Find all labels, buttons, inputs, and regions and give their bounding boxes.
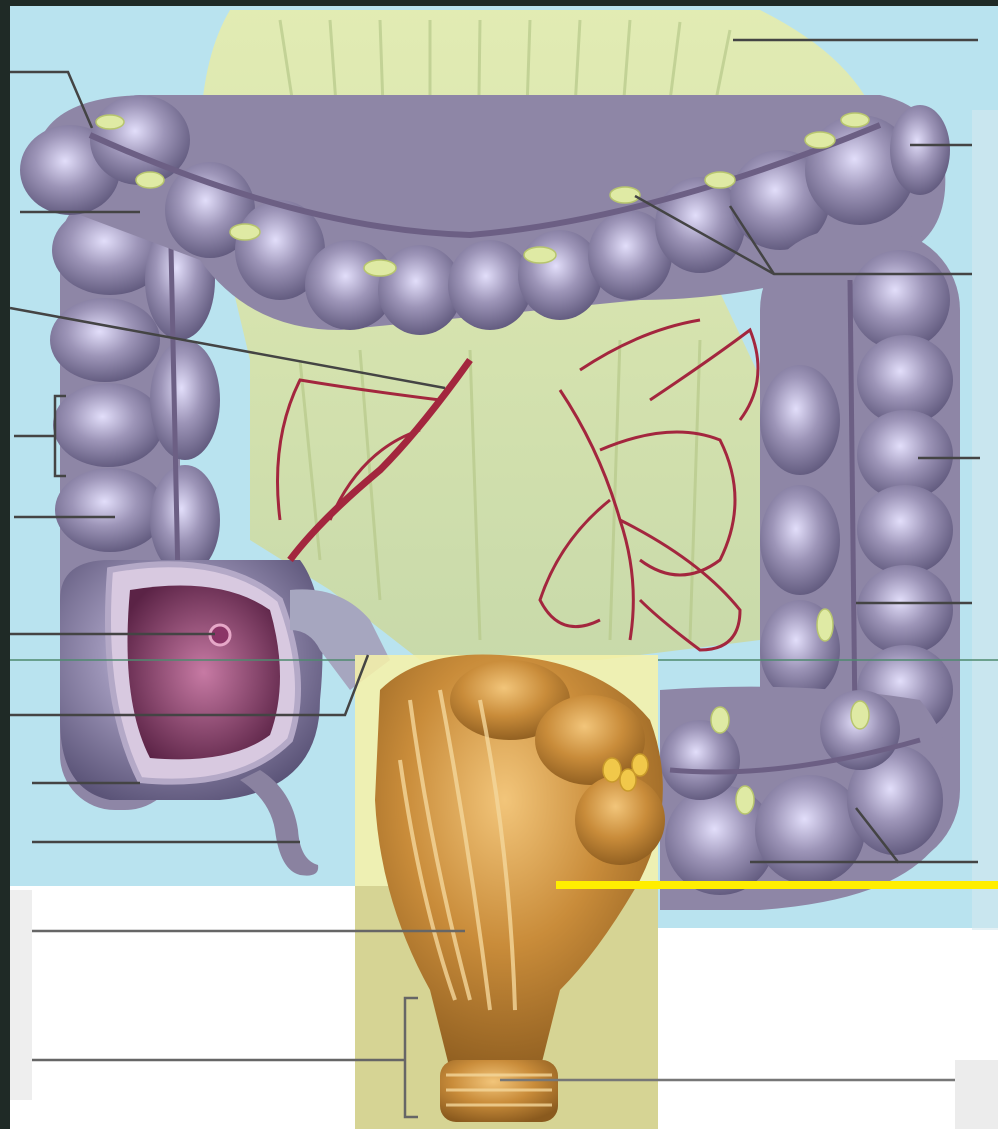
label-box-strip-left <box>10 890 32 1100</box>
label-box-strip-right <box>972 110 998 930</box>
label-box-lower-right <box>955 1060 998 1129</box>
white-lower-right-panel <box>658 928 998 1129</box>
cecum <box>60 560 323 800</box>
white-lower-panel <box>10 886 355 1129</box>
anal-canal <box>440 1060 558 1122</box>
